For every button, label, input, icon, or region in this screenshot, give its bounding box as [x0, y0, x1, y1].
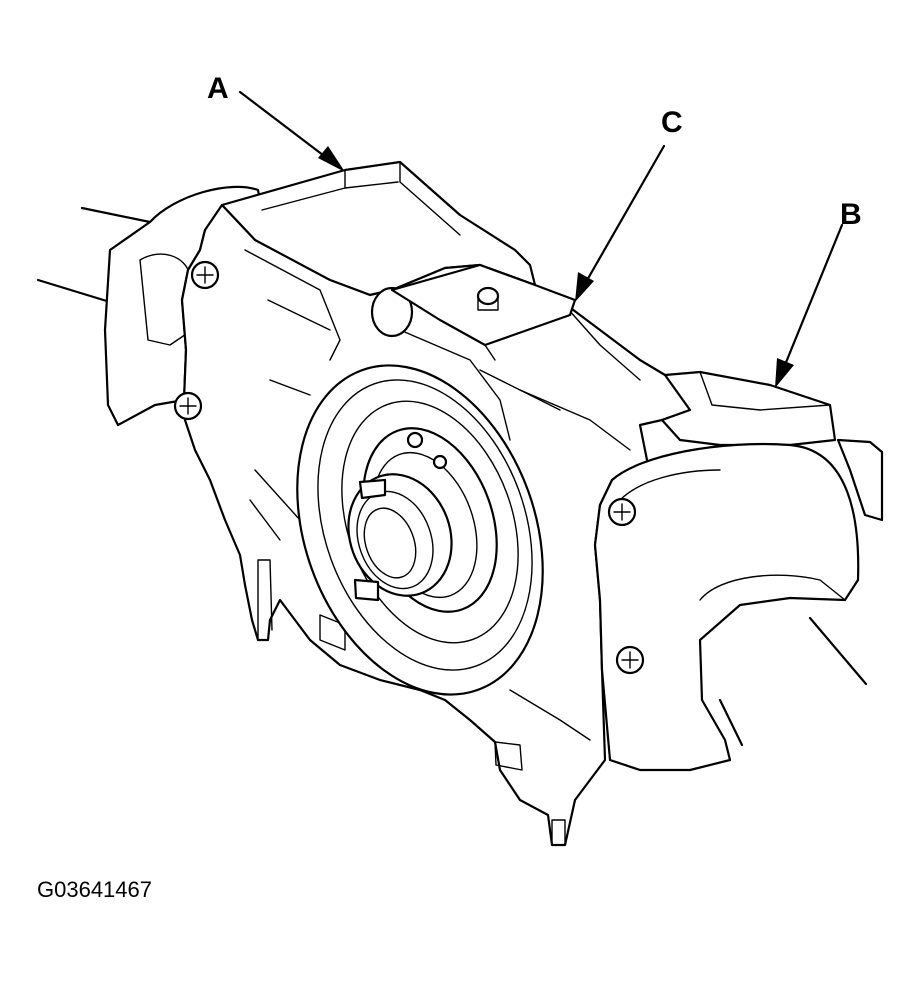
right-lever-housing — [593, 442, 860, 772]
left-shaft — [36, 206, 152, 304]
screw-icon — [173, 260, 645, 675]
leader-arrow-b — [775, 223, 844, 388]
right-shaft — [718, 616, 868, 747]
callout-label-b: B — [840, 198, 862, 231]
figure-id-label: G03641467 — [37, 877, 152, 902]
leader-arrow-c — [575, 144, 666, 302]
leader-arrow-a — [238, 90, 345, 172]
screw-top-right — [607, 497, 637, 527]
callout-label-a: A — [207, 72, 229, 105]
callout-label-c: C — [661, 106, 683, 139]
left-lever-housing — [103, 185, 264, 427]
screw-top-left — [190, 260, 220, 290]
right-block — [660, 370, 884, 522]
screw-bottom-left — [173, 391, 203, 421]
module-c — [390, 263, 577, 361]
screw-bottom-right — [615, 645, 645, 675]
column-ring — [296, 364, 544, 696]
